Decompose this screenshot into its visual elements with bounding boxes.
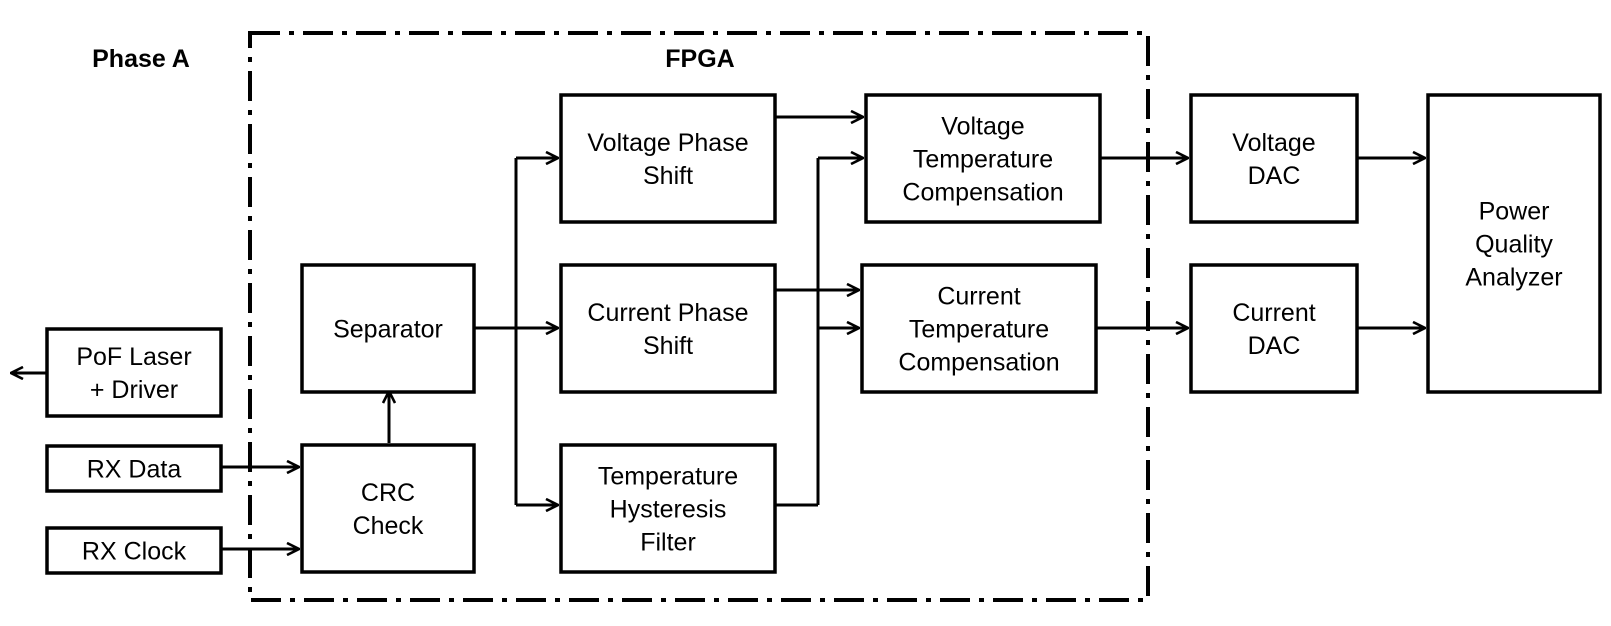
- block-current-temperature-compensation-label-line: Current: [937, 283, 1020, 311]
- fpga-boundary: [248, 31, 1150, 602]
- block-temperature-hysteresis-filter-label-line: Temperature: [598, 463, 738, 491]
- block-crc-check-label-line: CRC: [361, 479, 415, 507]
- block-rx-data-box: [45, 444, 223, 493]
- block-rx-data: RX Data: [45, 444, 223, 493]
- block-pof-laser-label-line: + Driver: [90, 376, 178, 404]
- block-temperature-hysteresis-filter-label-line: Hysteresis: [610, 496, 727, 524]
- block-crc-check: CRC Check: [300, 443, 476, 574]
- block-rx-data-label-line: RX Data: [87, 456, 182, 484]
- fpga-heading: FPGA: [665, 45, 734, 73]
- block-current-temperature-compensation-label-line: Compensation: [898, 349, 1059, 377]
- block-rx-clock-label-line: RX Clock: [82, 538, 187, 566]
- block-voltage-phase-shift-box: [559, 93, 777, 224]
- block-current-phase-shift-label-line: Current Phase: [587, 299, 748, 327]
- phase-heading: Phase A: [92, 45, 190, 73]
- block-current-temperature-compensation-box: [860, 263, 1098, 394]
- block-pof-laser: PoF Laser + Driver: [45, 327, 223, 418]
- block-crc-check-label-line: Check: [353, 512, 424, 540]
- block-current-dac-label-line: DAC: [1248, 332, 1301, 360]
- block-current-temperature-compensation-label-line: Temperature: [909, 316, 1049, 344]
- block-current-phase-shift-box: [559, 263, 777, 394]
- block-temperature-hysteresis-filter-label-line: Filter: [640, 529, 696, 557]
- block-power-quality-analyzer-label-line: Power: [1479, 198, 1550, 226]
- block-separator: Separator: [300, 263, 476, 394]
- block-current-dac-label-line: Current: [1232, 299, 1315, 327]
- block-power-quality-analyzer-box: [1426, 93, 1602, 394]
- block-voltage-temperature-compensation-box: [864, 93, 1102, 224]
- block-voltage-dac-label-line: DAC: [1248, 162, 1301, 190]
- block-separator-label-line: Separator: [333, 316, 443, 344]
- block-rx-clock: RX Clock: [45, 526, 223, 575]
- block-voltage-dac-label-line: Voltage: [1232, 129, 1315, 157]
- block-voltage-temperature-compensation-label-line: Temperature: [913, 146, 1053, 174]
- block-voltage-dac-box: [1189, 93, 1359, 224]
- block-voltage-phase-shift-label-line: Voltage Phase: [587, 129, 748, 157]
- block-current-phase-shift-label-line: Shift: [643, 332, 693, 360]
- block-current-dac-box: [1189, 263, 1359, 394]
- block-crc-check-box: [300, 443, 476, 574]
- block-voltage-phase-shift-label-line: Shift: [643, 162, 693, 190]
- block-temperature-hysteresis-filter-box: [559, 443, 777, 574]
- block-rx-clock-box: [45, 526, 223, 575]
- block-pof-laser-label-line: PoF Laser: [76, 343, 191, 371]
- block-separator-box: [300, 263, 476, 394]
- block-voltage-temperature-compensation-label-line: Voltage: [941, 113, 1024, 141]
- block-pof-laser-box: [45, 327, 223, 418]
- block-voltage-temperature-compensation-label-line: Compensation: [902, 179, 1063, 207]
- connections: [11, 117, 1425, 549]
- block-power-quality-analyzer-label-line: Analyzer: [1465, 264, 1562, 292]
- block-power-quality-analyzer-label-line: Quality: [1475, 231, 1553, 259]
